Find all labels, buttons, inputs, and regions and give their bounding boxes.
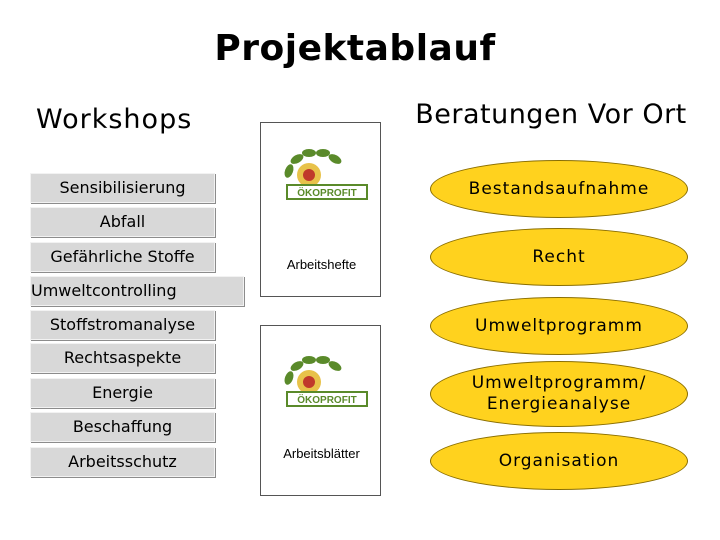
workshop-box-arbeitsschutz: Arbeitsschutz (30, 447, 215, 477)
workshop-box-sensibilisierung: Sensibilisierung (30, 173, 215, 203)
ellipse-bestandsaufnahme: Bestandsaufnahme (430, 160, 688, 218)
arbeitsblaetter-label: Arbeitsblätter (283, 446, 360, 461)
ellipse-recht: Recht (430, 228, 688, 286)
workshop-box-beschaffung: Beschaffung (30, 412, 215, 442)
arbeitshefte-label: Arbeitshefte (286, 257, 357, 272)
ellipse-umweltprogramm: Umweltprogramm (430, 297, 688, 355)
workshop-box-rechtsaspekte: Rechtsaspekte (30, 343, 215, 373)
arbeitshefte-panel: ÖKOPROFIT Arbeitshefte (260, 122, 381, 297)
workshops-heading: Workshops (36, 104, 193, 135)
svg-text:ÖKOPROFIT: ÖKOPROFIT (297, 186, 356, 199)
workshop-box-energie: Energie (30, 378, 215, 408)
workshop-box-stoffstromanalyse: Stoffstromanalyse (30, 310, 215, 340)
page-title: Projektablauf (214, 28, 496, 69)
arbeitsblaetter-panel: ÖKOPROFIT Arbeitsblätter (260, 325, 381, 496)
ellipse-umweltprogramm-energieanalyse: Umweltprogramm/ Energieanalyse (430, 361, 688, 427)
workshop-box-abfall: Abfall (30, 207, 215, 237)
svg-text:ÖKOPROFIT: ÖKOPROFIT (297, 393, 356, 406)
workshop-box-umweltcontrolling: Umweltcontrolling (30, 276, 244, 306)
oekoprofit-logo: ÖKOPROFIT (284, 149, 368, 200)
consultations-heading: Beratungen Vor Ort (415, 99, 687, 130)
oekoprofit-logo: ÖKOPROFIT (284, 356, 368, 407)
ellipse-organisation: Organisation (430, 432, 688, 490)
workshop-box-gefaehrliche-stoffe: Gefährliche Stoffe (30, 242, 215, 272)
